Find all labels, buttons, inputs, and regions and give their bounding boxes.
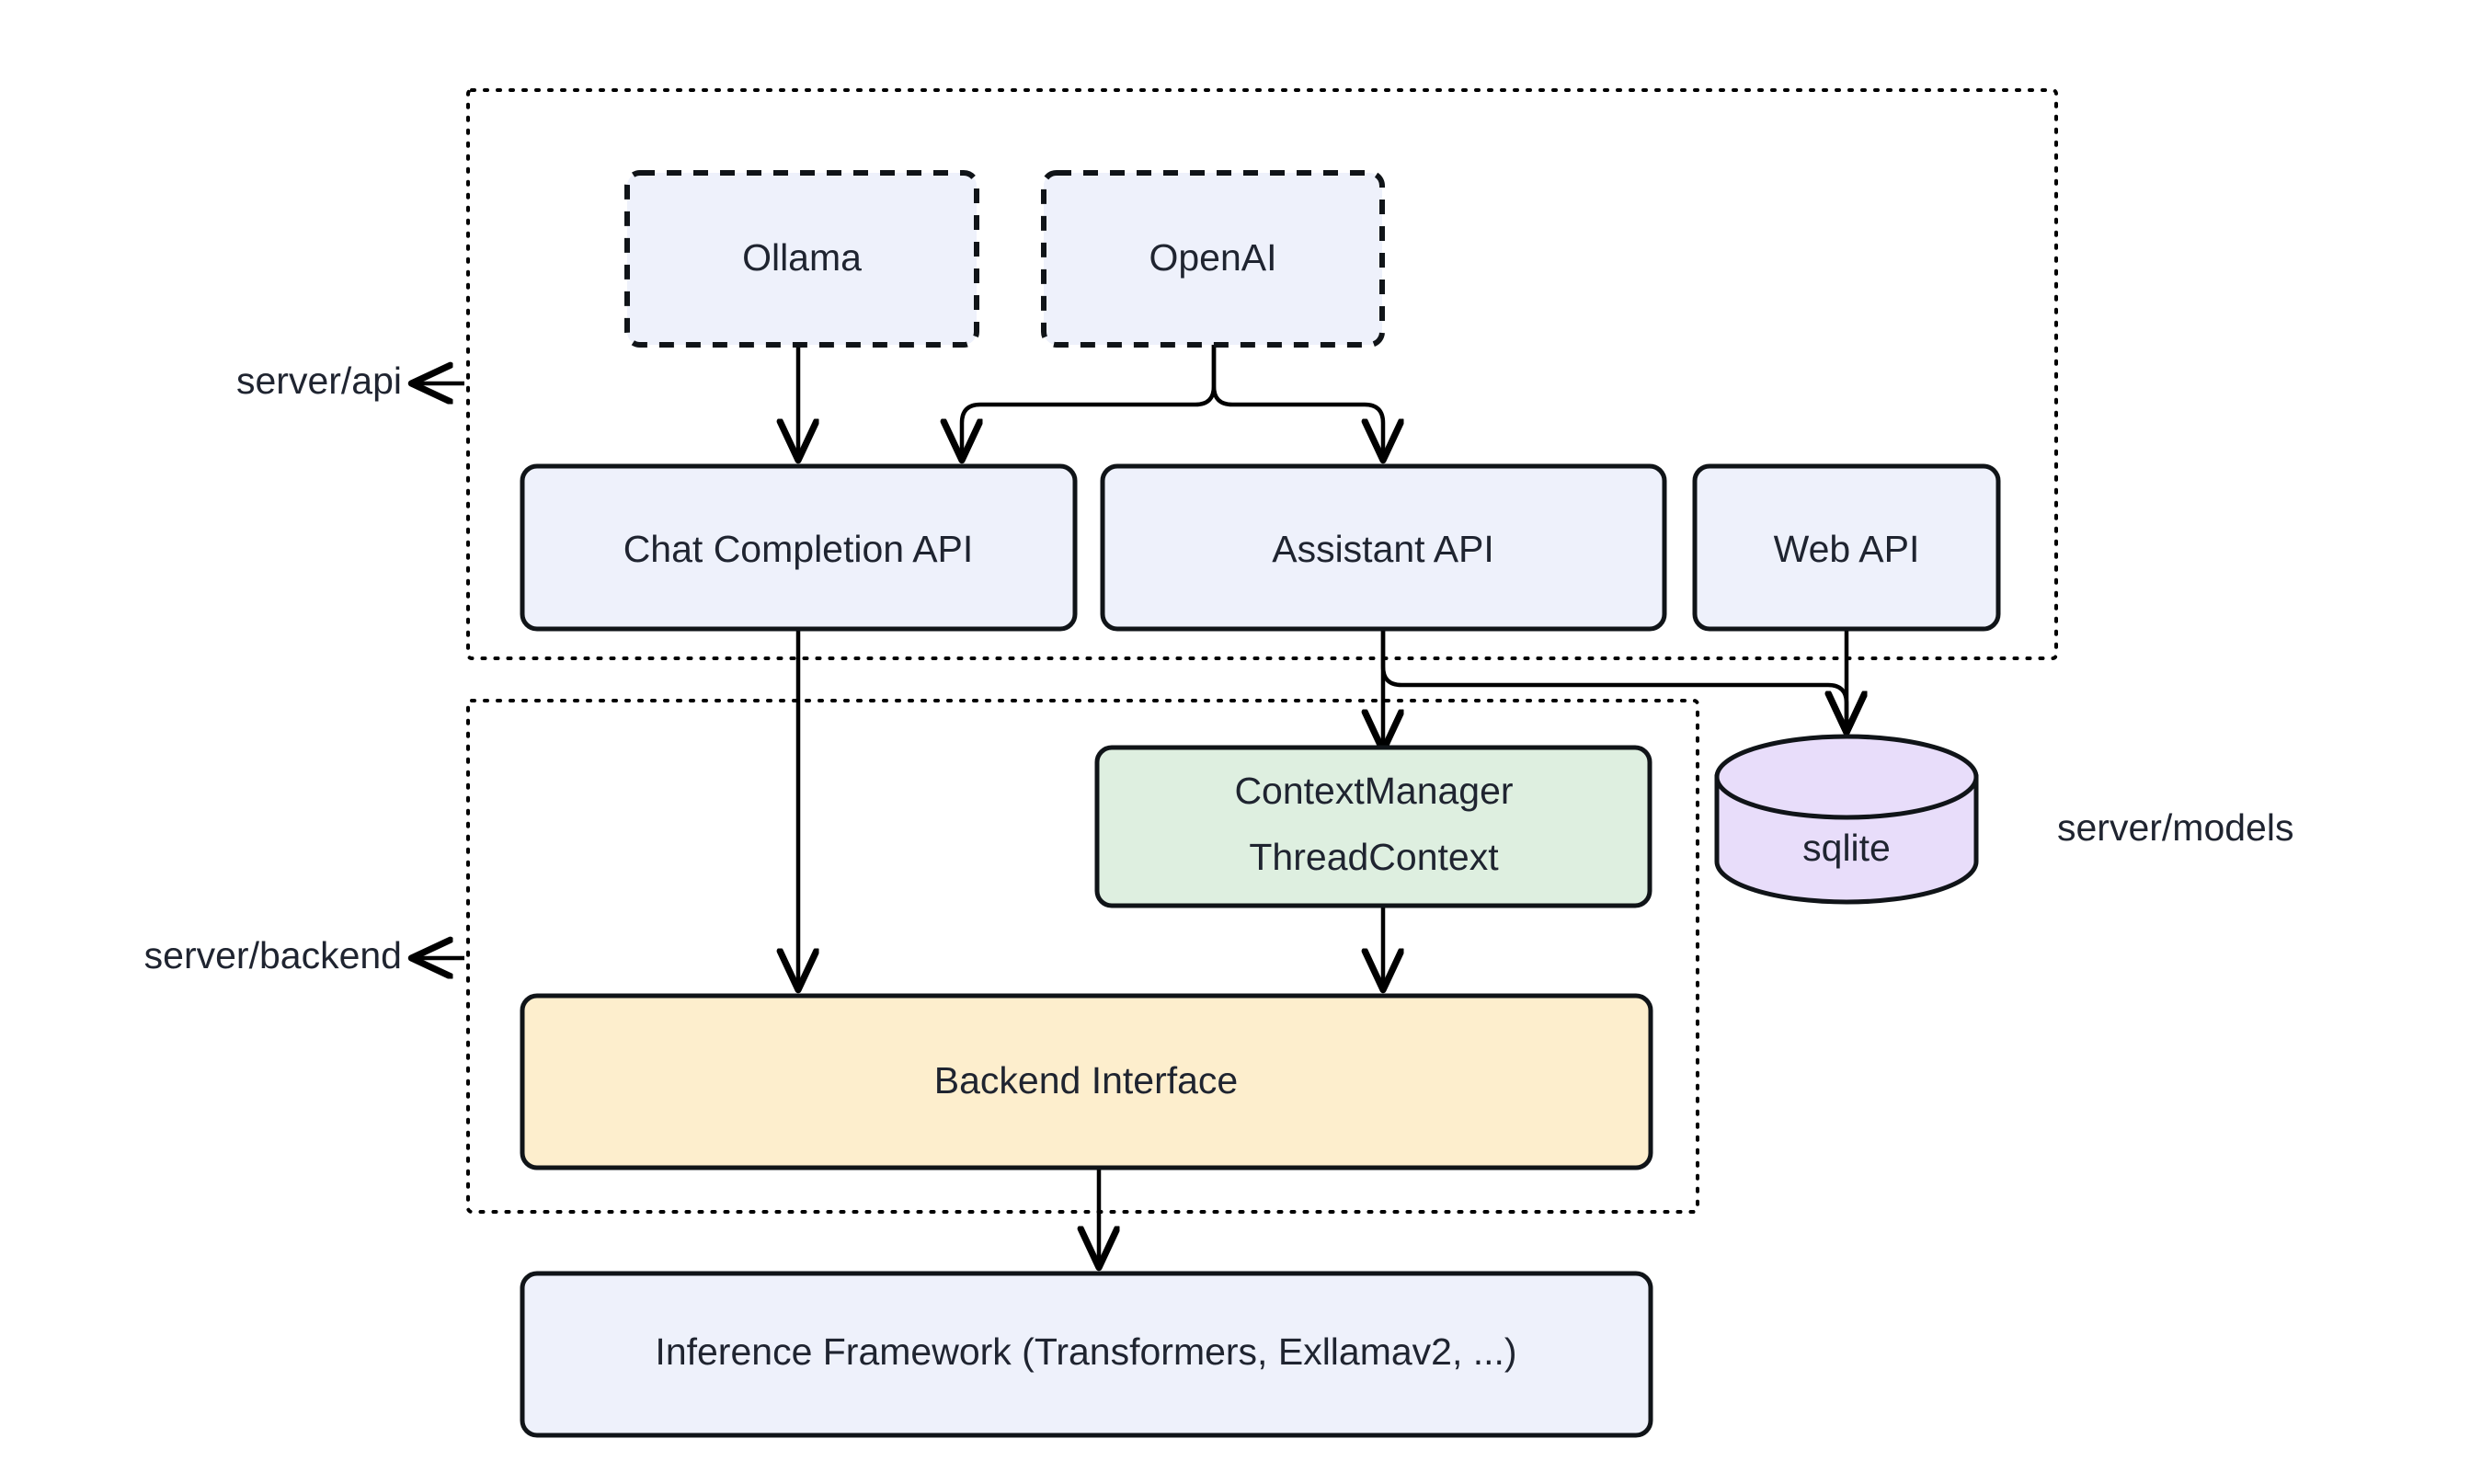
node-context-manager[interactable]: ContextManager ThreadContext xyxy=(1094,745,1652,908)
node-sqlite[interactable]: sqlite xyxy=(1714,734,1979,905)
node-backend-interface-box xyxy=(520,993,1653,1170)
node-ollama-box xyxy=(624,170,979,348)
node-backend-interface[interactable]: Backend Interface xyxy=(520,993,1653,1170)
edge-openai-to-chat-api xyxy=(962,345,1217,457)
node-chat-completion-api-box xyxy=(520,463,1078,632)
node-backend-interface-label: Backend Interface xyxy=(934,1059,1238,1102)
node-web-api-box xyxy=(1692,463,2001,632)
node-web-api[interactable]: Web API xyxy=(1692,463,2001,632)
node-inference-framework-box xyxy=(520,1271,1653,1438)
node-inference-framework[interactable]: Inference Framework (Transformers, Exlla… xyxy=(520,1271,1653,1438)
edge-openai-to-assistant-api xyxy=(1211,345,1383,457)
group-label-backend: server/backend xyxy=(144,934,402,976)
edge-assistant-api-to-sqlite xyxy=(1380,629,1847,729)
node-sqlite-top xyxy=(1714,734,1979,820)
group-container-api xyxy=(466,88,2058,660)
node-assistant-api-label: Assistant API xyxy=(1272,528,1494,570)
node-context-manager-label-line2: ThreadContext xyxy=(1249,836,1499,878)
node-openai-label: OpenAI xyxy=(1149,236,1276,279)
node-assistant-api-box xyxy=(1100,463,1667,632)
node-openai[interactable]: OpenAI xyxy=(1041,170,1385,348)
group-label-models: server/models xyxy=(2057,806,2293,849)
node-inference-framework-label: Inference Framework (Transformers, Exlla… xyxy=(655,1330,1516,1373)
node-ollama[interactable]: Ollama xyxy=(624,170,979,348)
node-chat-completion-api-label: Chat Completion API xyxy=(623,528,974,570)
node-sqlite-label: sqlite xyxy=(1802,827,1891,869)
node-chat-completion-api[interactable]: Chat Completion API xyxy=(520,463,1078,632)
group-label-api: server/api xyxy=(236,360,402,402)
node-openai-box xyxy=(1041,170,1385,348)
node-web-api-label: Web API xyxy=(1774,528,1920,570)
node-assistant-api[interactable]: Assistant API xyxy=(1100,463,1667,632)
group-container-backend xyxy=(466,699,1699,1214)
node-context-manager-label-line1: ContextManager xyxy=(1234,770,1513,812)
node-ollama-label: Ollama xyxy=(742,236,862,279)
node-context-manager-box xyxy=(1094,745,1652,908)
